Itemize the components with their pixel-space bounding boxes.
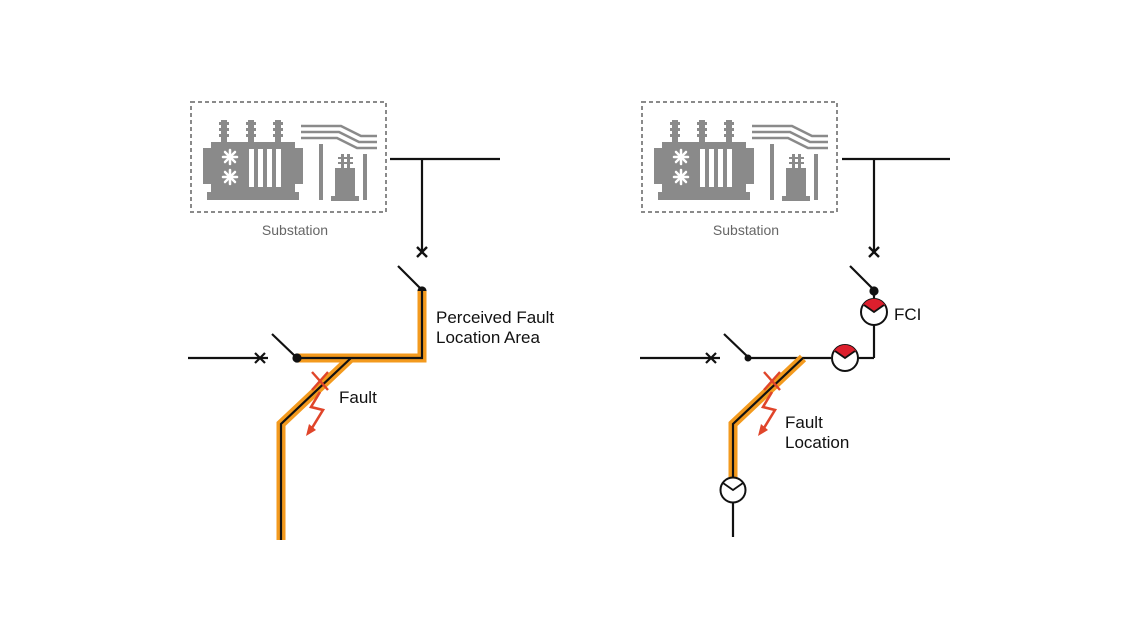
switch-icon bbox=[849, 265, 879, 296]
substation-box bbox=[641, 101, 838, 213]
breaker-x-icon bbox=[416, 246, 428, 258]
substation-equipment-icon bbox=[201, 118, 379, 203]
fci-label: FCI bbox=[894, 305, 921, 324]
fault-label: Fault bbox=[339, 388, 377, 407]
perceived-fault-area-highlight bbox=[276, 291, 427, 540]
substation-label: Substation bbox=[262, 222, 328, 238]
fault-icon bbox=[306, 371, 329, 436]
left-diagram: Substation Perc bbox=[188, 101, 554, 540]
right-diagram: Substation bbox=[640, 101, 950, 537]
perceived-fault-label-line1: Perceived Fault bbox=[436, 308, 554, 327]
switch-icon bbox=[397, 265, 427, 296]
fci-tripped-icon bbox=[860, 298, 888, 326]
fault-location-label-line2: Location bbox=[785, 433, 849, 452]
breaker-x-icon bbox=[868, 246, 880, 258]
perceived-fault-label-line2: Location Area bbox=[436, 328, 541, 347]
substation-equipment-icon bbox=[652, 118, 830, 203]
fci-tripped-icon bbox=[831, 344, 859, 372]
fci-normal-icon bbox=[719, 476, 747, 504]
fault-icon bbox=[758, 371, 781, 436]
fault-location-label-line1: Fault bbox=[785, 413, 823, 432]
substation-label: Substation bbox=[713, 222, 779, 238]
substation-box bbox=[190, 101, 387, 213]
